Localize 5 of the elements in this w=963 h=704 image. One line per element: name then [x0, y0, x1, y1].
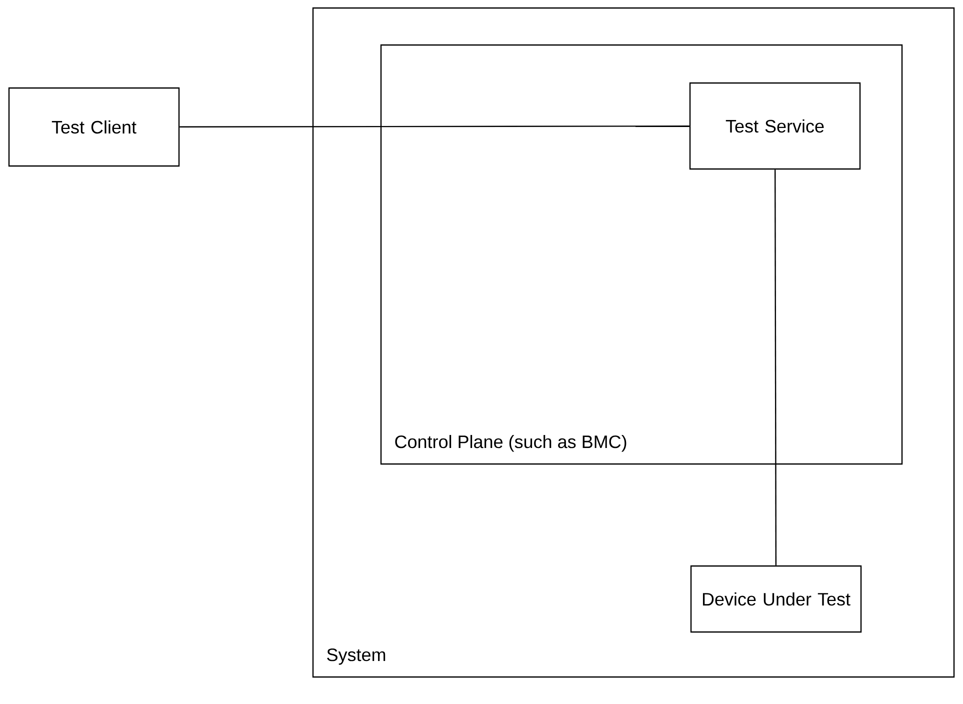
connector-line: [180, 126, 690, 128]
client-box: Test Client: [8, 87, 180, 167]
connector-line: [774, 170, 777, 566]
service-box: Test Service: [689, 82, 861, 170]
device-box: Device Under Test: [690, 565, 862, 633]
